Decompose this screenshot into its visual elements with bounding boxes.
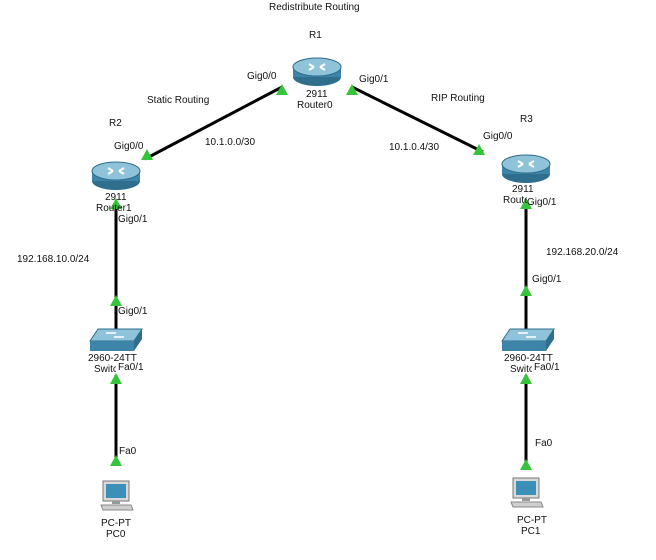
r3-model: 2911 — [512, 184, 534, 195]
r2-label: R2 — [109, 118, 122, 129]
pc-pc0[interactable] — [100, 480, 134, 512]
pc0-hostname: PC0 — [106, 529, 126, 540]
r2-hostname: Router1 — [96, 203, 132, 214]
switch-icon — [89, 328, 143, 351]
network-label-r1-r2: 10.1.0.0/30 — [205, 137, 256, 148]
port-label-r1-gig01: Gig0/1 — [359, 74, 389, 85]
r1-model: 2911 — [306, 89, 328, 100]
switch0-hostname: Switch0 — [94, 364, 116, 375]
network-label-lan-right: 192.168.20.0/24 — [546, 247, 619, 258]
network-label-r1-r3: 10.1.0.4/30 — [389, 142, 440, 153]
rip-routing-note: RIP Routing — [431, 93, 485, 104]
port-label-r1-gig00: Gig0/0 — [247, 71, 277, 82]
port-label-r3-gig01: Gig0/1 — [527, 197, 557, 208]
port-label-switch1-fa01: Fa0/1 — [534, 362, 560, 373]
pc1-hostname: PC1 — [521, 526, 541, 537]
port-status-r2-gig01 — [110, 198, 122, 209]
switch0-model: 2960-24TT — [88, 353, 137, 364]
port-status-r1-gig01 — [346, 84, 358, 95]
pc-icon — [100, 480, 134, 511]
network-label-lan-left: 192.168.10.0/24 — [17, 254, 90, 265]
switch1-model: 2960-24TT — [504, 353, 553, 364]
pc0-model: PC-PT — [101, 518, 131, 529]
router-icon — [292, 57, 342, 86]
pc1-model: PC-PT — [517, 515, 547, 526]
port-label-r2-gig01: Gig0/1 — [118, 214, 148, 225]
link-r1-r2[interactable] — [144, 85, 283, 161]
static-routing-note: Static Routing — [147, 95, 210, 106]
switch-icon — [501, 328, 555, 351]
switch-switch0[interactable] — [88, 327, 144, 353]
r3-label: R3 — [520, 114, 533, 125]
port-label-pc1-fa0: Fa0 — [535, 438, 553, 449]
pc-pc1[interactable] — [510, 477, 544, 509]
router-r3[interactable] — [501, 152, 551, 184]
port-label-r2-gig00: Gig0/0 — [114, 141, 144, 152]
switch1-hostname: Switch1 — [510, 364, 532, 375]
router-icon — [501, 154, 551, 183]
port-label-switch1-gig01: Gig0/1 — [532, 274, 562, 285]
port-status-r2-gig00 — [141, 149, 153, 160]
port-label-r3-gig00: Gig0/0 — [483, 131, 513, 142]
port-label-switch0-fa01: Fa0/1 — [118, 362, 144, 373]
r2-model: 2911 — [105, 192, 127, 203]
port-status-r3-gig00 — [473, 144, 485, 155]
r1-hostname: Router0 — [297, 100, 333, 111]
r1-label: R1 — [309, 30, 322, 41]
link-r1-r3[interactable] — [351, 85, 484, 154]
topology-title: Redistribute Routing — [269, 2, 360, 13]
r3-hostname: Router2 — [503, 195, 527, 206]
port-status-switch0-fa01 — [110, 373, 122, 384]
router-r2[interactable] — [91, 159, 141, 191]
port-label-switch0-gig01: Gig0/1 — [118, 306, 148, 317]
port-status-r1-gig00 — [276, 84, 288, 95]
pc-icon — [510, 477, 544, 508]
port-status-switch0-gig01 — [110, 295, 122, 306]
switch-switch1[interactable] — [500, 327, 556, 353]
port-status-pc1-fa0 — [520, 459, 532, 470]
router-r1[interactable] — [292, 55, 342, 87]
port-status-r3-gig01 — [520, 198, 532, 209]
router-icon — [91, 161, 141, 190]
port-status-pc0-fa0 — [110, 455, 122, 466]
port-label-pc0-fa0: Fa0 — [119, 446, 137, 457]
port-status-switch1-gig01 — [520, 285, 532, 296]
port-status-switch1-fa01 — [520, 373, 532, 384]
